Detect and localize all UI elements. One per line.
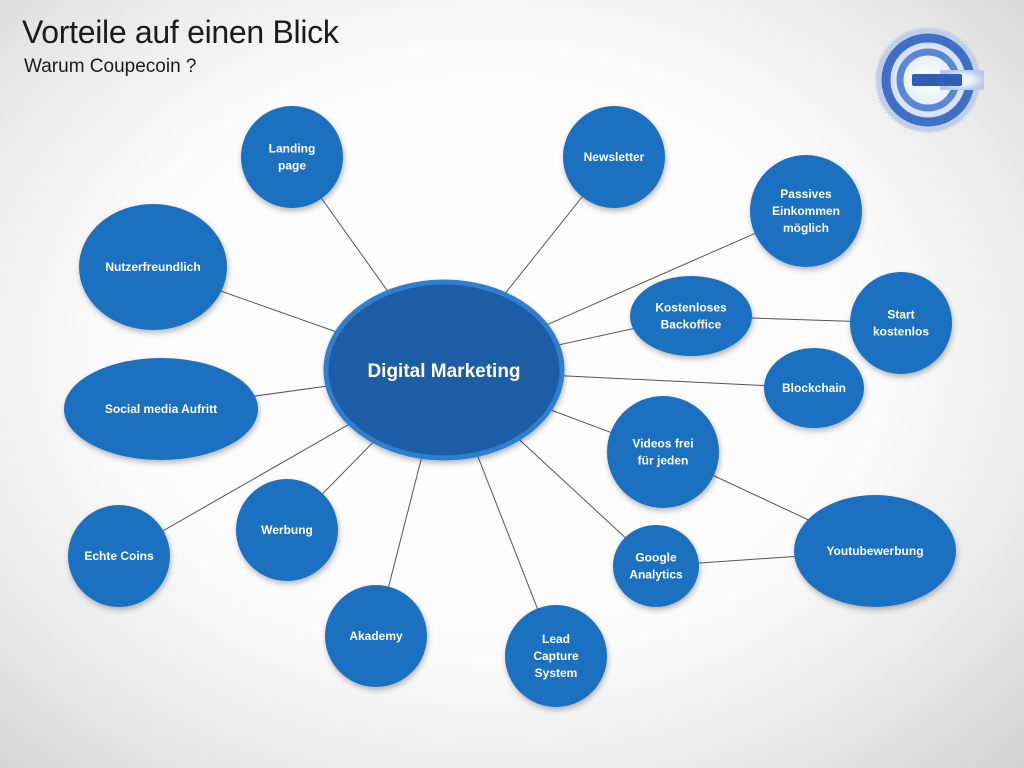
node-label-lead-capture-system: Lead — [542, 632, 570, 646]
node-shape-youtubewerbung — [794, 495, 956, 607]
node-shape-akademy — [325, 585, 427, 687]
node-shape-nutzerfreundlich — [79, 204, 227, 330]
node-label-lead-capture-system: System — [535, 666, 578, 680]
node-echte-coins: Echte Coins — [68, 505, 170, 607]
node-label-social-media-auftritt: Social media Aufritt — [105, 402, 217, 416]
node-label-youtubewerbung: Youtubewerbung — [826, 544, 923, 558]
node-werbung: Werbung — [236, 479, 338, 581]
node-shape-lead-capture-system — [505, 605, 607, 707]
node-label-videos-frei: Videos frei — [632, 437, 693, 451]
node-shape-digital-marketing — [323, 279, 565, 461]
node-nutzerfreundlich: Nutzerfreundlich — [79, 204, 227, 330]
node-label-passives-einkommen: Einkommen — [772, 204, 840, 218]
node-label-start-kostenlos: kostenlos — [873, 325, 929, 339]
node-newsletter: Newsletter — [563, 106, 665, 208]
node-label-videos-frei: für jeden — [638, 454, 689, 468]
coupecoin-logo-icon — [874, 26, 984, 134]
node-label-nutzerfreundlich: Nutzerfreundlich — [105, 260, 200, 274]
node-label-echte-coins: Echte Coins — [84, 549, 154, 563]
node-label-google-analytics: Analytics — [629, 568, 683, 582]
node-label-landing-page: page — [278, 159, 306, 173]
node-label-kostenloses-backoffice: Kostenloses — [655, 301, 727, 315]
node-label-start-kostenlos: Start — [887, 308, 914, 322]
node-shape-landing-page — [241, 106, 343, 208]
node-label-werbung: Werbung — [261, 523, 313, 537]
node-label-lead-capture-system: Capture — [533, 649, 579, 663]
node-shape-videos-frei — [607, 396, 719, 508]
node-akademy: Akademy — [325, 585, 427, 687]
node-label-digital-marketing: Digital Marketing — [367, 361, 520, 382]
node-label-kostenloses-backoffice: Backoffice — [661, 318, 722, 332]
slide-title: Vorteile auf einen Blick — [22, 14, 339, 50]
node-shape-blockchain — [764, 348, 864, 428]
node-blockchain: Blockchain — [764, 348, 864, 428]
node-label-landing-page: Landing — [269, 142, 316, 156]
node-shape-kostenloses-backoffice — [630, 276, 752, 356]
node-social-media-auftritt: Social media Aufritt — [64, 358, 258, 460]
node-videos-frei: Videos frei für jeden — [607, 396, 719, 508]
node-label-passives-einkommen: Passives — [780, 187, 832, 201]
node-label-newsletter: Newsletter — [584, 150, 645, 164]
node-start-kostenlos: Start kostenlos — [850, 272, 952, 374]
node-label-passives-einkommen: möglich — [783, 221, 829, 235]
node-digital-marketing: Digital Marketing — [323, 279, 565, 461]
node-label-google-analytics: Google — [635, 551, 677, 565]
node-landing-page: Landing page — [241, 106, 343, 208]
node-shape-newsletter — [563, 106, 665, 208]
node-shape-social-media-auftritt — [64, 358, 258, 460]
node-shape-google-analytics — [613, 525, 699, 607]
node-shape-echte-coins — [68, 505, 170, 607]
node-shape-werbung — [236, 479, 338, 581]
slide-subtitle: Warum Coupecoin ? — [24, 56, 197, 77]
node-label-akademy: Akademy — [349, 629, 403, 643]
node-shape-passives-einkommen — [750, 155, 862, 267]
node-label-blockchain: Blockchain — [782, 381, 846, 395]
node-shape-start-kostenlos — [850, 272, 952, 374]
node-youtubewerbung: Youtubewerbung — [794, 495, 956, 607]
